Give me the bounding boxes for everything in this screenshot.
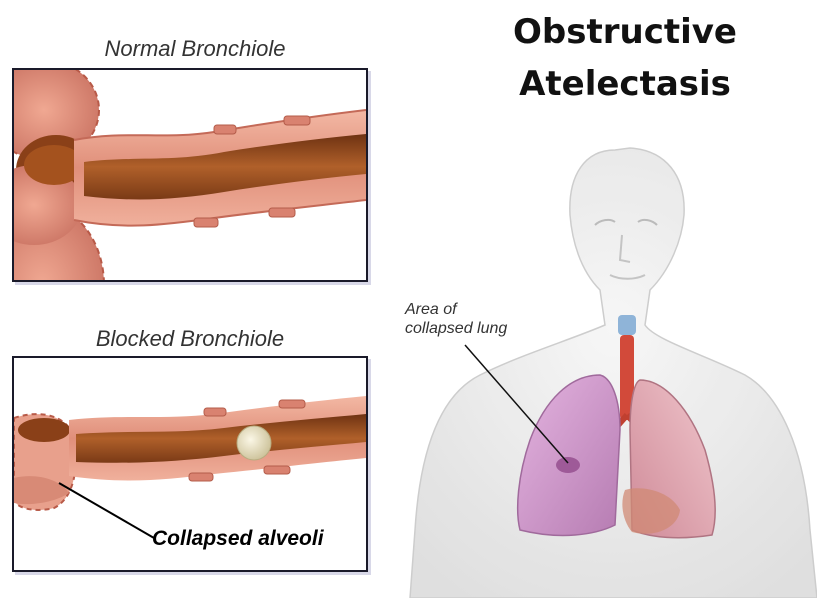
normal-bronchiole-panel: [12, 68, 368, 282]
cartilage-ring: [268, 207, 296, 218]
collapse-site: [556, 457, 580, 473]
collapsed-alveoli: [14, 413, 77, 511]
diagram-title: Obstructive Atelectasis: [500, 6, 750, 110]
label-line-2: collapsed lung: [405, 320, 508, 337]
torso-figure: [409, 147, 817, 598]
blocked-bronchiole-panel: [12, 356, 368, 572]
blocked-bronchiole-illustration: [14, 396, 366, 539]
cartilage-ring: [278, 399, 306, 409]
body-silhouette: [409, 147, 817, 598]
collapsed-alveoli-label: Collapsed alveoli: [152, 527, 324, 550]
title-line-1: Obstructive: [513, 12, 737, 52]
label-line-1: Area of: [405, 301, 457, 318]
cartilage-ring: [193, 217, 219, 228]
cartilage-ring: [213, 124, 237, 135]
bronchiole-tube: [69, 396, 366, 481]
cartilage-ring: [188, 472, 214, 482]
title-line-2: Atelectasis: [519, 64, 731, 104]
cartilage-ring: [203, 407, 227, 417]
normal-bronchiole-illustration: [14, 70, 366, 280]
cartilage-ring: [263, 465, 291, 475]
blocked-bronchiole-caption: Blocked Bronchiole: [95, 326, 285, 351]
cartilage-ring: [283, 115, 311, 126]
mucus-plug: [236, 425, 272, 461]
collapsed-lung-label: Area of collapsed lung: [405, 300, 555, 338]
collapsed-alveoli-pointer: [58, 482, 155, 539]
normal-bronchiole-caption: Normal Bronchiole: [104, 36, 286, 61]
heart: [622, 488, 680, 534]
